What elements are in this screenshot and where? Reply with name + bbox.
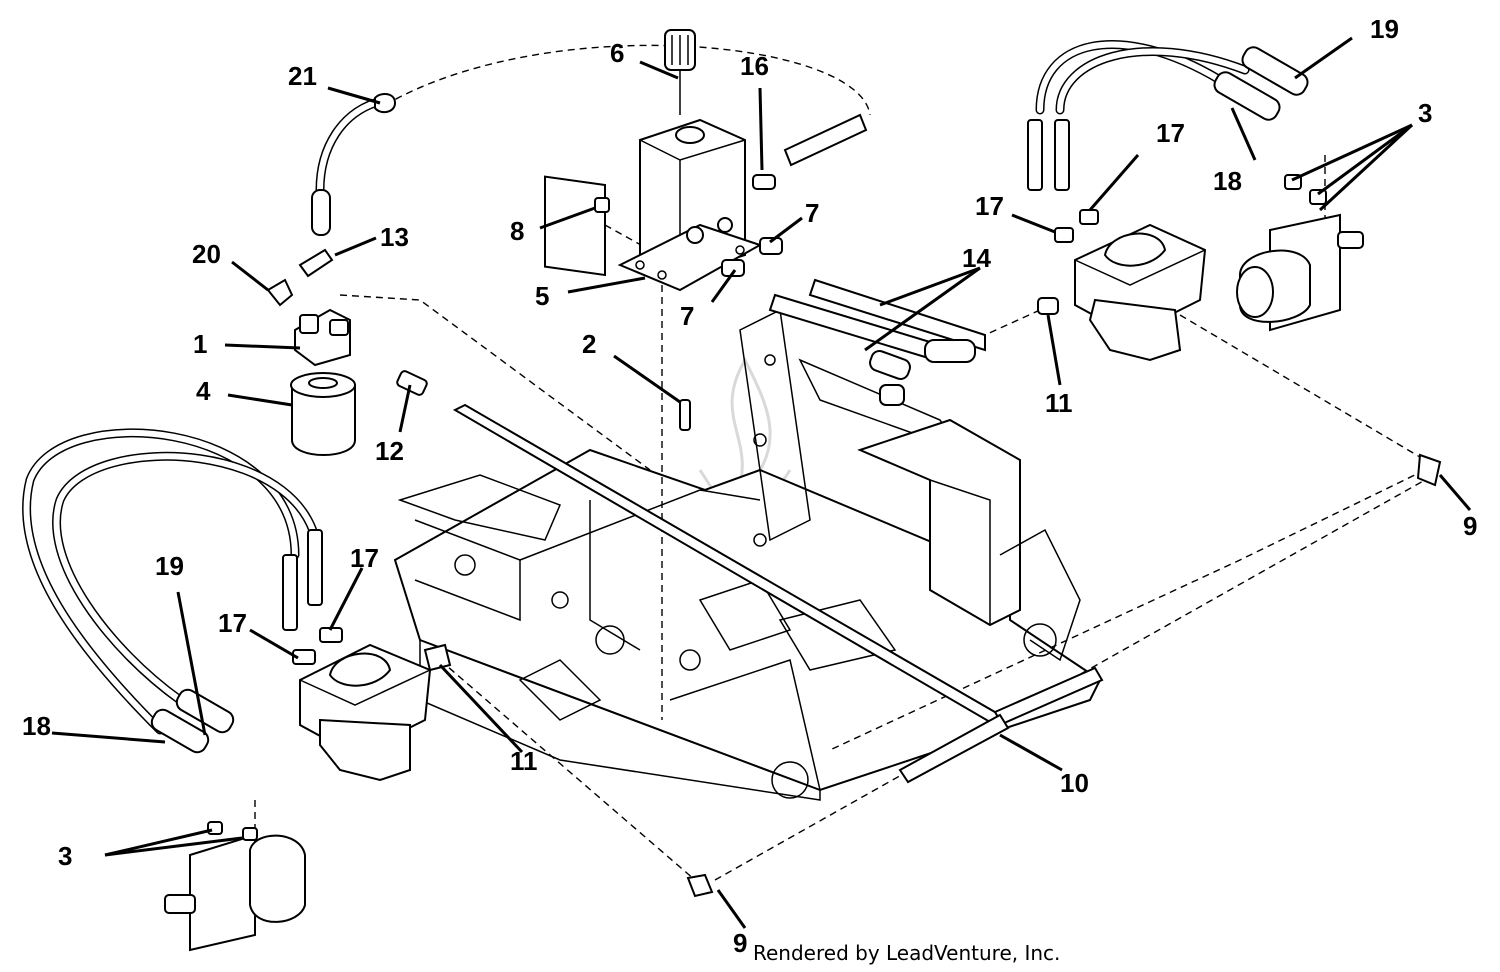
pump-left bbox=[299, 643, 432, 782]
callout-11-left: 11 bbox=[510, 746, 538, 776]
callout-21: 21 bbox=[288, 61, 317, 91]
hydraulic-reservoir bbox=[544, 118, 763, 292]
callout-19-left: 19 bbox=[155, 551, 184, 581]
callout-9-left: 9 bbox=[733, 928, 747, 958]
callout-7-lower: 7 bbox=[680, 301, 694, 331]
callout-16: 16 bbox=[740, 51, 769, 81]
tractor-frame bbox=[393, 308, 1102, 801]
callout-8: 8 bbox=[510, 216, 524, 246]
pump-right bbox=[1074, 223, 1207, 362]
callout-4: 4 bbox=[196, 376, 211, 406]
callout-3-left: 3 bbox=[58, 841, 72, 871]
callout-leaders bbox=[51, 36, 1472, 929]
wheel-motor-right bbox=[1236, 213, 1364, 332]
callout-17-right-upper: 17 bbox=[1156, 118, 1185, 148]
callout-10: 10 bbox=[1060, 768, 1089, 798]
callout-19-right: 19 bbox=[1370, 14, 1399, 44]
oil-filter bbox=[290, 372, 356, 456]
fittings bbox=[150, 46, 1442, 898]
callout-17-left-lower: 17 bbox=[218, 608, 247, 638]
callout-labels: 21 6 16 19 3 13 20 8 7 17 17 18 14 5 7 1… bbox=[22, 14, 1477, 958]
hydraulic-tubes bbox=[452, 113, 1104, 784]
callout-9-right: 9 bbox=[1463, 511, 1477, 541]
callout-13: 13 bbox=[380, 222, 409, 252]
hydraulic-hoses bbox=[22, 39, 1250, 735]
callout-6: 6 bbox=[610, 38, 624, 68]
callout-1: 1 bbox=[193, 329, 207, 359]
filter-head bbox=[294, 308, 351, 367]
callout-11-right: 11 bbox=[1045, 388, 1073, 418]
callout-14: 14 bbox=[962, 243, 991, 273]
callout-17-left-upper: 17 bbox=[350, 543, 379, 573]
callout-17-right-lower: 17 bbox=[975, 191, 1004, 221]
callout-5: 5 bbox=[535, 281, 549, 311]
wheel-motor-left bbox=[164, 833, 306, 952]
assembly-leader-lines bbox=[254, 44, 1426, 881]
callout-18-right: 18 bbox=[1213, 166, 1242, 196]
callout-20: 20 bbox=[192, 239, 221, 269]
callout-12: 12 bbox=[375, 436, 404, 466]
callout-3-right: 3 bbox=[1418, 98, 1432, 128]
callout-18-left: 18 bbox=[22, 711, 51, 741]
callout-7-upper: 7 bbox=[805, 198, 819, 228]
dipstick-cap bbox=[664, 29, 696, 115]
rendered-by-credit: Rendered by LeadVenture, Inc. bbox=[753, 941, 1060, 965]
callout-2: 2 bbox=[582, 329, 596, 359]
